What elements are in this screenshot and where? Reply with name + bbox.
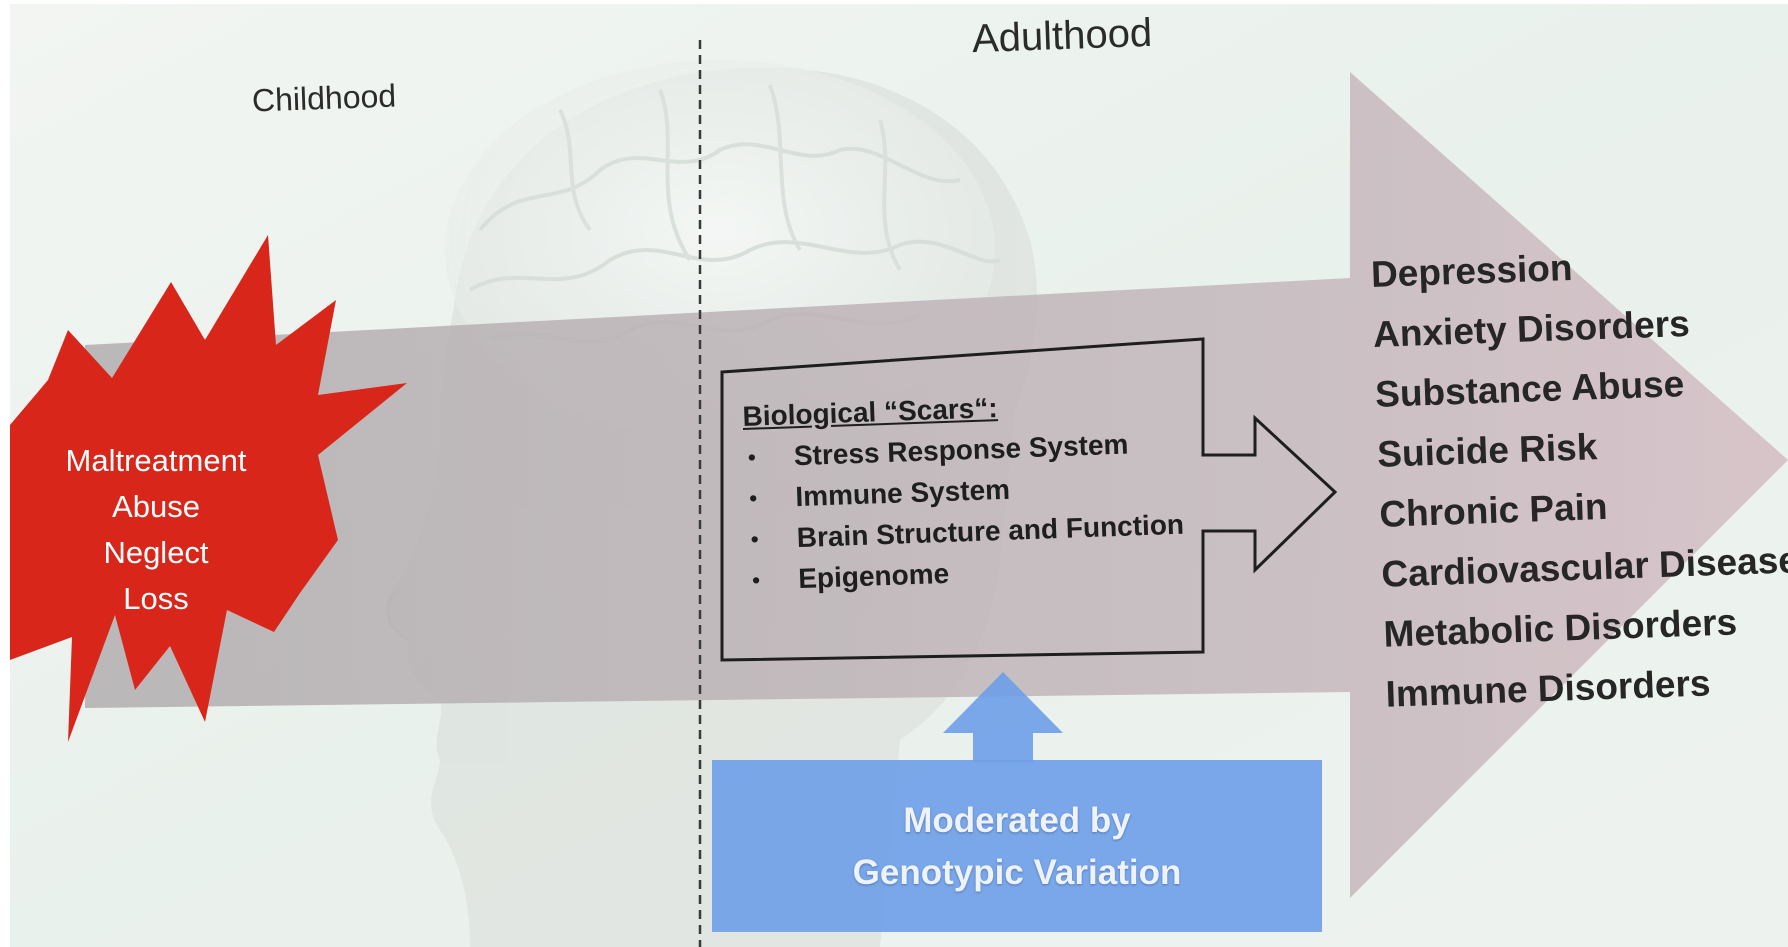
scars-list: • Stress Response System • Immune System •… bbox=[743, 420, 1228, 601]
adversity-line: Neglect bbox=[103, 535, 209, 570]
bullet-icon: • bbox=[748, 485, 758, 511]
adversity-line: Loss bbox=[123, 581, 189, 616]
bullet-icon: • bbox=[751, 567, 761, 593]
moderator-box bbox=[712, 760, 1322, 932]
scars-item-text: Epigenome bbox=[797, 557, 950, 595]
scars-box bbox=[720, 337, 1338, 662]
top-margin-strip bbox=[0, 0, 1788, 4]
adulthood-label: Adulthood bbox=[971, 10, 1153, 62]
childhood-label: Childhood bbox=[251, 77, 397, 119]
main-arrow bbox=[85, 72, 1788, 898]
moderator-up-arrow bbox=[943, 672, 1063, 762]
left-margin-strip bbox=[0, 0, 10, 947]
moderator-text: Moderated by Genotypic Variation bbox=[712, 795, 1322, 899]
adversity-starburst bbox=[10, 235, 407, 742]
bullet-icon: • bbox=[747, 444, 757, 470]
moderator-line: Moderated by bbox=[903, 801, 1131, 840]
scars-item-text: Immune System bbox=[794, 473, 1011, 513]
scars-content: Biological “Scars“: •Stress Response Sys… bbox=[742, 384, 1229, 601]
moderator-line: Genotypic Variation bbox=[852, 853, 1182, 892]
outcomes-list: Depression Anxiety Disorders Substance A… bbox=[1370, 230, 1788, 724]
scars-item-text: Stress Response System bbox=[793, 428, 1129, 472]
bullet-icon: • bbox=[750, 526, 759, 552]
adversity-text: Maltreatment Abuse Neglect Loss bbox=[40, 438, 272, 622]
adversity-line: Maltreatment bbox=[65, 443, 247, 478]
adversity-line: Abuse bbox=[112, 489, 200, 524]
